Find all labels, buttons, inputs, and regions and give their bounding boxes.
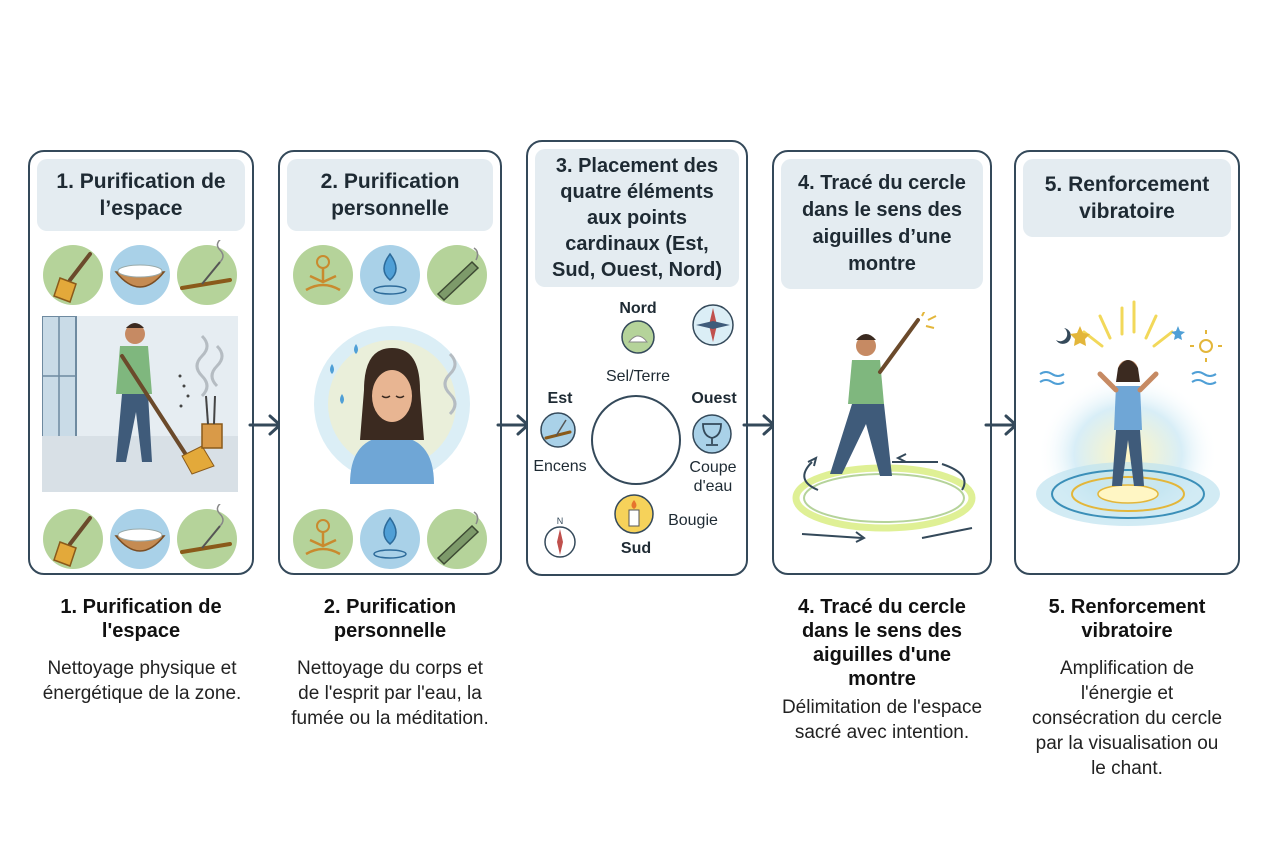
step-1-top-icons bbox=[43, 240, 237, 305]
meditation-icon bbox=[293, 245, 353, 305]
step-1-caption-desc: Nettoyage physique et énergétique de la … bbox=[42, 658, 242, 704]
incense-stick-icon bbox=[177, 240, 237, 305]
step-4-circle-casting-scene bbox=[792, 312, 976, 543]
step-5-caption-desc: Amplification de l'énergie et consécrati… bbox=[1031, 658, 1223, 779]
salt-earth-icon bbox=[621, 320, 655, 354]
step-2-bottom-icons bbox=[293, 509, 487, 569]
broom-icon bbox=[43, 509, 103, 569]
water-cup-icon bbox=[692, 414, 732, 454]
south-item-label: Bougie bbox=[668, 512, 718, 529]
step-1-caption-title: 1. Purification de l'espace bbox=[60, 596, 222, 642]
step-5-card-title: 5. Renforcement vibratoire bbox=[1023, 159, 1231, 237]
step-2-top-icons bbox=[293, 245, 487, 305]
step-card-1: 1. Purification de l’espace bbox=[28, 150, 254, 575]
compass-n-icon: N bbox=[544, 516, 576, 558]
step-1-bottom-icons bbox=[43, 504, 237, 569]
step-3-card-title: 3. Placement des quatre éléments aux poi… bbox=[535, 149, 739, 287]
elements-center-circle bbox=[591, 395, 681, 485]
step-4-card-title: 4. Tracé du cercle dans le sens des aigu… bbox=[781, 159, 983, 289]
step-card-3: 3. Placement des quatre éléments aux poi… bbox=[526, 140, 748, 576]
compass-n-letter: N bbox=[557, 516, 564, 526]
step-1-sweeping-scene bbox=[42, 316, 238, 492]
step-2-caption-desc: Nettoyage du corps et de l'esprit par l'… bbox=[291, 658, 489, 729]
step-1-card-title: 1. Purification de l’espace bbox=[37, 159, 245, 231]
incense-stick-icon bbox=[177, 504, 237, 569]
step-5-caption-title: 5. Renforcement vibratoire bbox=[1048, 596, 1206, 642]
candle-icon bbox=[614, 494, 654, 534]
north-item-label: Sel/Terre bbox=[605, 368, 671, 385]
step-2-card-title: 2. Purification personnelle bbox=[287, 159, 493, 231]
water-drop-icon bbox=[360, 509, 420, 569]
south-label: Sud bbox=[620, 540, 652, 557]
salt-bowl-icon bbox=[110, 245, 170, 305]
west-label: Ouest bbox=[691, 390, 737, 407]
north-label: Nord bbox=[619, 300, 657, 317]
compass-rose-icon bbox=[692, 304, 734, 346]
step-4-caption-desc: Délimitation de l'espace sacré avec inte… bbox=[781, 697, 983, 743]
broom-icon bbox=[43, 245, 103, 305]
step-card-5: 5. Renforcement vibratoire bbox=[1014, 150, 1240, 575]
step-2-caption-title: 2. Purification personnelle bbox=[323, 596, 457, 642]
sage-bundle-icon bbox=[427, 509, 487, 569]
west-item-label: Coupe d'eau bbox=[689, 459, 737, 495]
meditation-icon bbox=[293, 509, 353, 569]
salt-bowl-icon bbox=[110, 509, 170, 569]
step-card-2: 2. Purification personnelle bbox=[278, 150, 502, 575]
water-drop-icon bbox=[360, 245, 420, 305]
east-item-label: Encens bbox=[533, 458, 587, 475]
sage-bundle-icon bbox=[427, 245, 487, 305]
east-label: Est bbox=[547, 390, 573, 407]
step-2-meditating-woman bbox=[314, 326, 470, 484]
incense-icon bbox=[540, 412, 576, 448]
step-5-vibration-scene bbox=[1036, 300, 1222, 534]
step-card-4: 4. Tracé du cercle dans le sens des aigu… bbox=[772, 150, 992, 575]
step-4-caption-title: 4. Tracé du cercle dans le sens des aigu… bbox=[798, 596, 966, 690]
